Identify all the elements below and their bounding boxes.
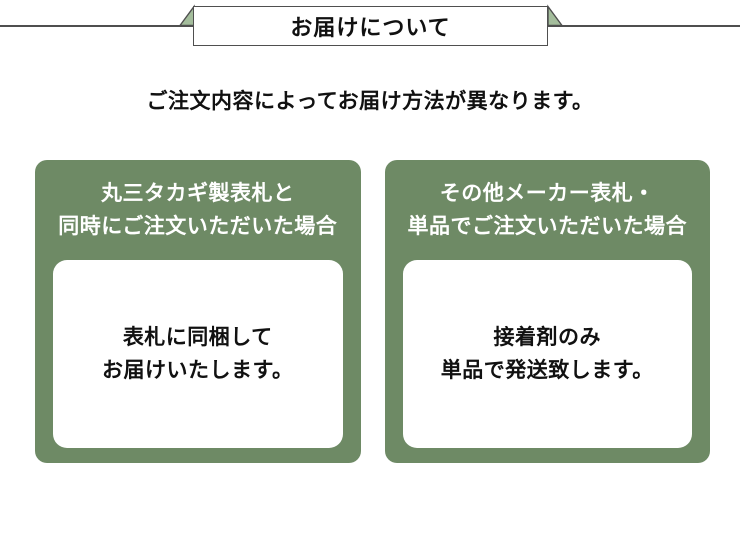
ribbon-header: お届けについて	[0, 0, 740, 47]
ribbon-fold-left-icon	[178, 4, 195, 27]
card-body-box: 表札に同梱して お届けいたします。	[53, 260, 343, 448]
card-ordered-with-nameplate: 丸三タカギ製表札と 同時にご注文いただいた場合 表札に同梱して お届けいたします…	[35, 160, 361, 463]
card-body-text: 表札に同梱して お届けいたします。	[102, 325, 294, 382]
ribbon-fold-right-icon	[547, 4, 564, 27]
page-title: お届けについて	[290, 15, 451, 40]
card-body-box: 接着剤のみ 単品で発送致します。	[402, 260, 692, 448]
card-body-text: 接着剤のみ 単品で発送致します。	[440, 325, 654, 382]
card-header-text: その他メーカー表札・ 単品でご注文いただいた場合	[407, 181, 687, 238]
card-other-maker-or-single-item: その他メーカー表札・ 単品でご注文いただいた場合 接着剤のみ 単品で発送致します…	[384, 160, 710, 463]
subtitle-text: ご注文内容によってお届け方法が異なります。	[146, 90, 594, 113]
card-header-text: 丸三タカギ製表札と 同時にご注文いただいた場合	[58, 181, 338, 238]
delivery-cards-row: 丸三タカギ製表札と 同時にご注文いただいた場合 表札に同梱して お届けいたします…	[35, 160, 710, 463]
page-title-box: お届けについて	[193, 6, 548, 46]
